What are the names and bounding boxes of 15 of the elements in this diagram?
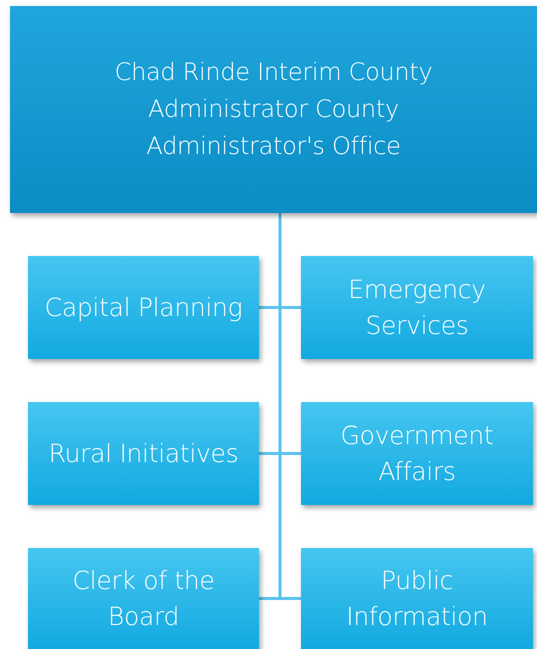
head-box — [10, 6, 537, 213]
box-label: Public Information — [345, 564, 489, 632]
box-label: Chad Rinde Interim County Administrator County Administrator's Office — [114, 57, 434, 162]
box-label: Emergency Services — [347, 274, 487, 342]
box-label: Government Affairs — [340, 420, 494, 488]
box-label: Capital Planning — [44, 292, 242, 324]
unit-box — [301, 402, 533, 505]
box-label: Clerk of the Board — [72, 564, 216, 632]
unit-box — [28, 256, 259, 359]
unit-box — [301, 256, 533, 359]
unit-box — [28, 402, 259, 505]
connector-line — [278, 213, 301, 600]
unit-box — [301, 548, 533, 649]
unit-box — [28, 548, 259, 649]
box-label: Rural Initiatives — [48, 438, 238, 470]
